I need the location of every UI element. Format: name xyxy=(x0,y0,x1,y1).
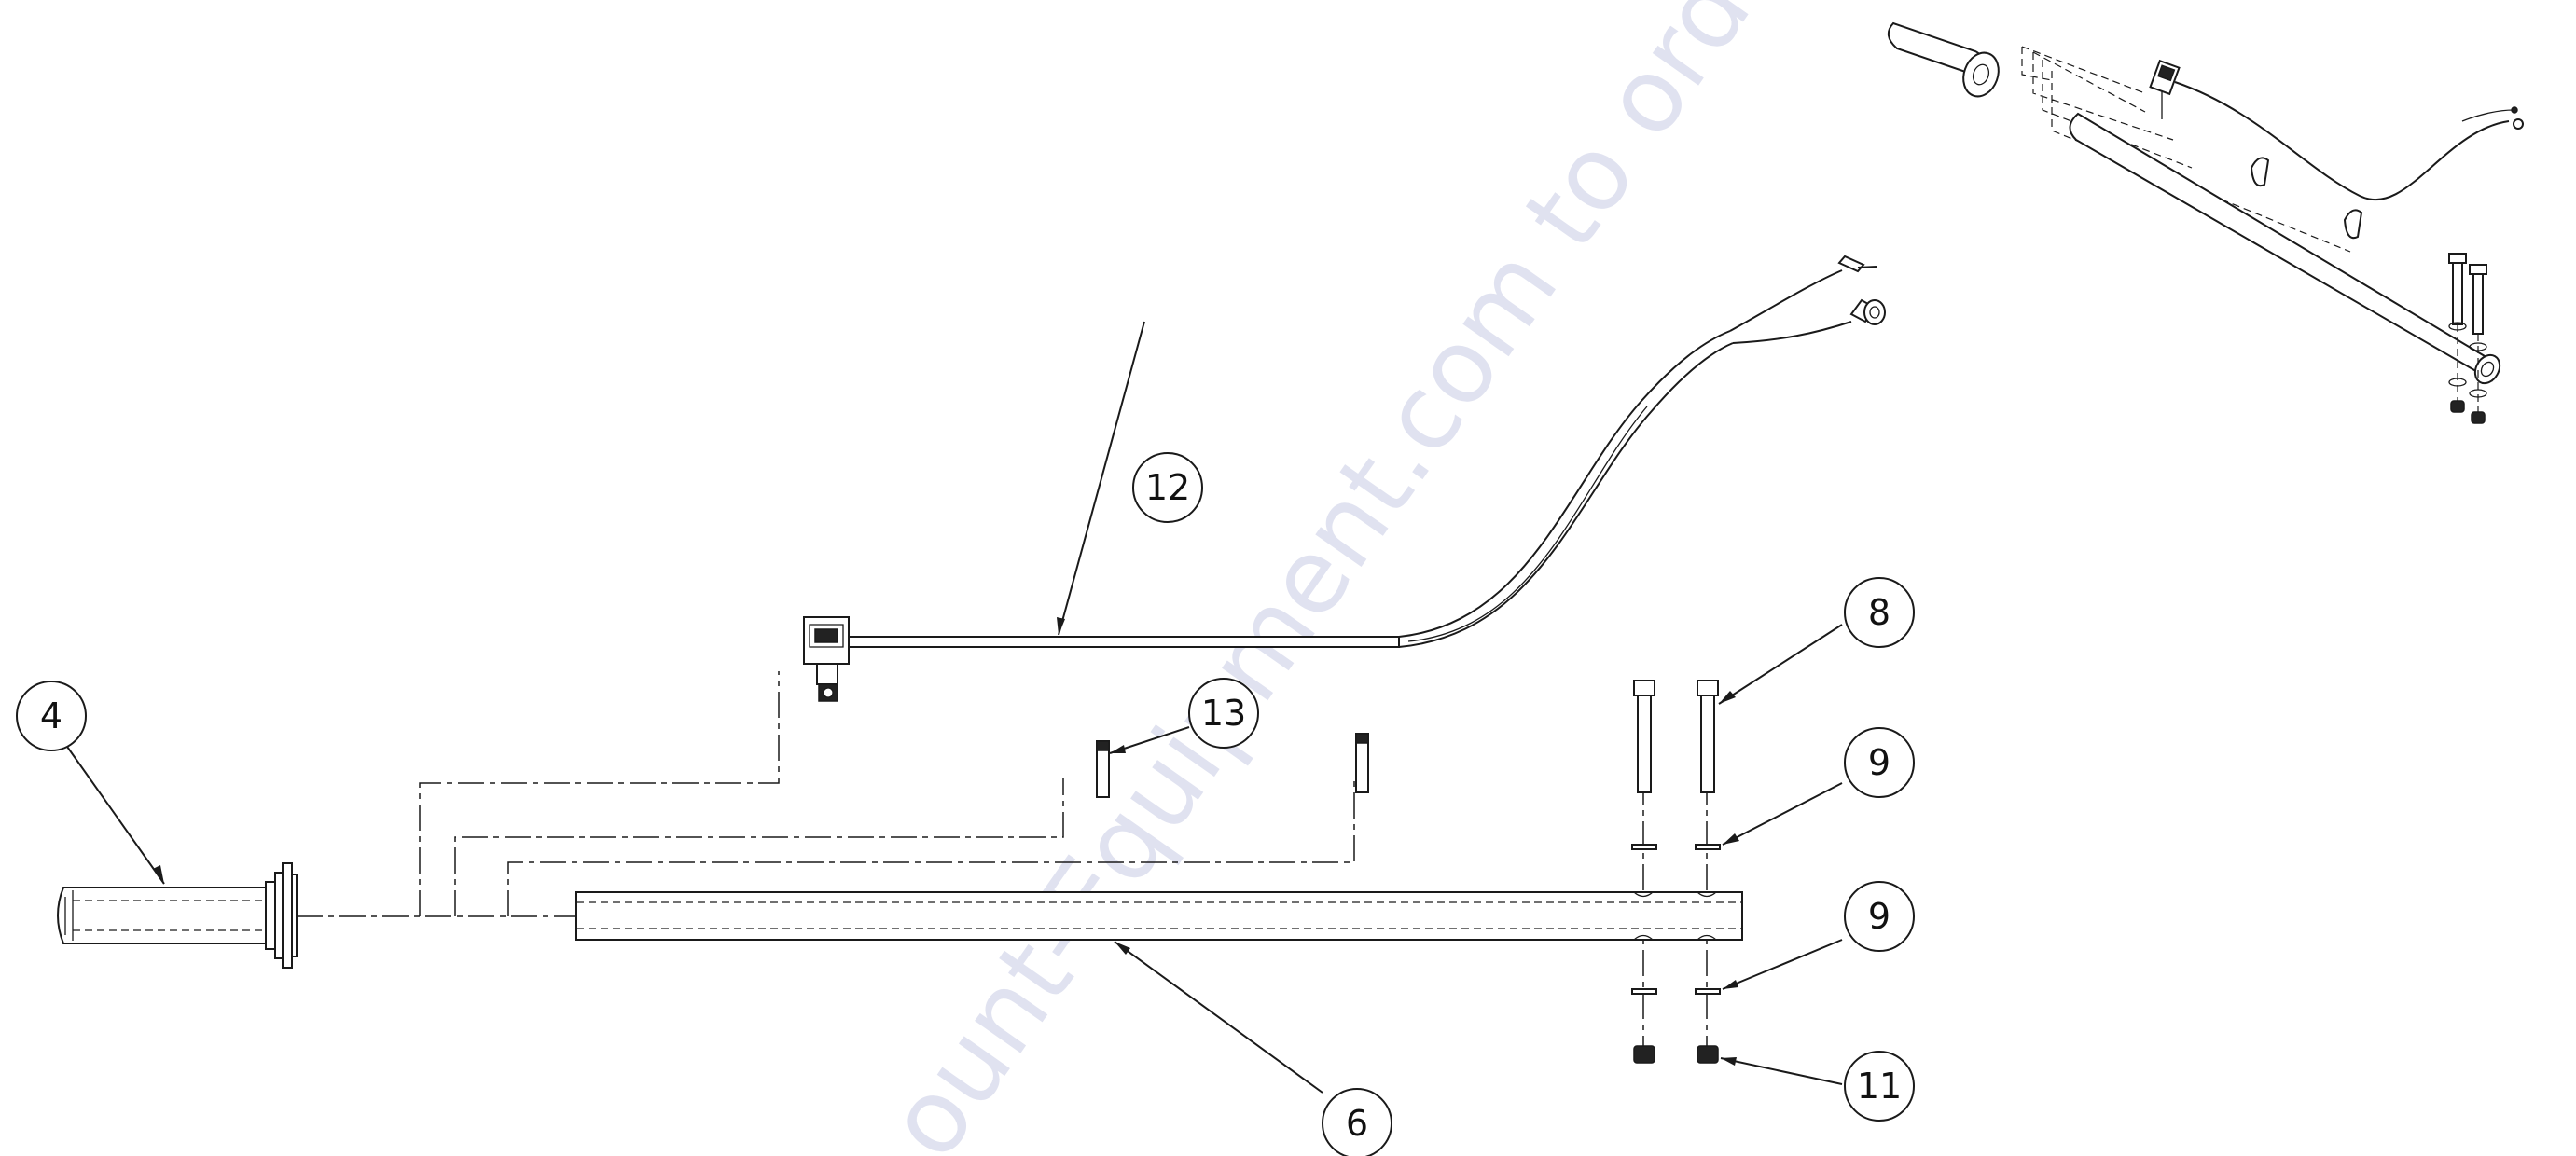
switch-cable-part-12 xyxy=(804,256,1885,701)
balloon-9-lower: 9 xyxy=(1845,882,1914,951)
balloon-8: 8 xyxy=(1845,578,1914,647)
balloon-6: 6 xyxy=(1323,1089,1392,1156)
clips-part-13 xyxy=(1097,734,1368,797)
washers-part-9 xyxy=(1632,845,1720,994)
balloon-9-lower-label: 9 xyxy=(1868,896,1890,937)
balloon-13-label: 13 xyxy=(1201,693,1246,734)
nuts-part-11 xyxy=(1634,1046,1718,1063)
leader-lines xyxy=(65,322,1842,1093)
isometric-assembly-view xyxy=(1889,23,2523,423)
balloon-11-label: 11 xyxy=(1857,1066,1902,1107)
balloon-6-label: 6 xyxy=(1346,1103,1368,1144)
watermark-text: ount-Equipment.com to order your parts xyxy=(864,0,2154,1156)
balloon-4-label: 4 xyxy=(40,695,62,736)
balloon-11: 11 xyxy=(1845,1052,1914,1121)
balloon-9-upper: 9 xyxy=(1845,728,1914,797)
grip-part-4 xyxy=(58,863,297,968)
tube-part-6 xyxy=(576,892,1742,940)
bolts-part-8 xyxy=(1634,681,1718,792)
balloon-4: 4 xyxy=(17,681,86,750)
balloon-9-upper-label: 9 xyxy=(1868,742,1890,783)
balloon-12-label: 12 xyxy=(1145,467,1190,508)
balloon-12: 12 xyxy=(1133,453,1202,522)
balloon-13: 13 xyxy=(1189,679,1258,748)
balloon-8-label: 8 xyxy=(1868,592,1890,633)
